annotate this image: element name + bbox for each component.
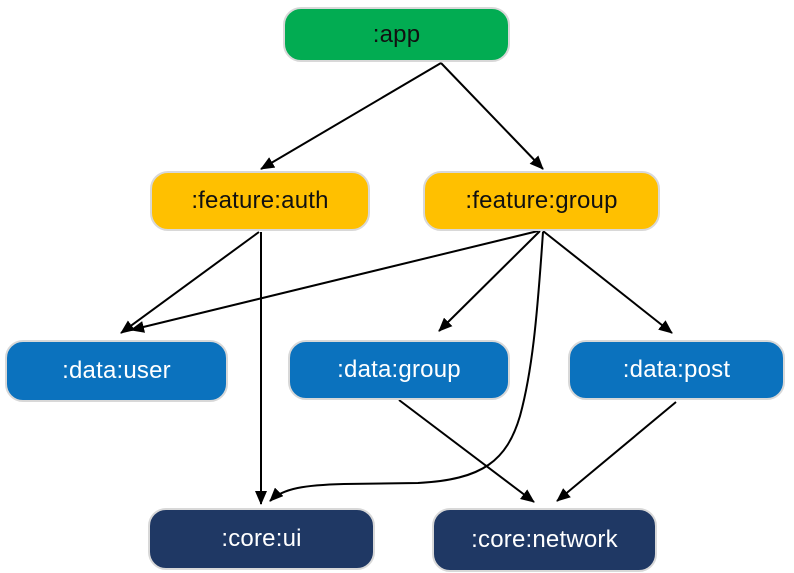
node-feature-auth-label: :feature:auth <box>191 187 329 214</box>
edge-feature-group-to-data-group <box>438 230 541 332</box>
node-core-ui: :core:ui <box>148 508 375 570</box>
edge-app-to-feature-group <box>440 62 544 170</box>
node-feature-group-label: :feature:group <box>465 187 618 214</box>
node-feature-group: :feature:group <box>423 171 660 231</box>
edge-feature-auth-to-data-user <box>120 231 260 334</box>
node-app: :app <box>283 7 510 62</box>
node-data-post: :data:post <box>568 340 785 400</box>
node-feature-auth: :feature:auth <box>150 171 370 231</box>
edge-data-post-to-core-network <box>556 401 677 502</box>
edge-feature-group-to-data-user <box>130 230 539 333</box>
edge-feature-group-to-data-post <box>542 230 673 334</box>
edge-app-to-feature-auth <box>260 62 442 170</box>
node-core-network-label: :core:network <box>471 526 618 553</box>
node-core-network: :core:network <box>432 508 657 572</box>
node-core-ui-label: :core:ui <box>221 525 302 552</box>
node-data-group-label: :data:group <box>337 356 461 383</box>
node-app-label: :app <box>372 20 421 48</box>
node-data-post-label: :data:post <box>622 356 731 383</box>
node-data-group: :data:group <box>288 340 510 400</box>
node-data-user: :data:user <box>5 340 228 402</box>
edge-data-group-to-core-network <box>398 399 535 503</box>
node-data-user-label: :data:user <box>62 357 171 384</box>
